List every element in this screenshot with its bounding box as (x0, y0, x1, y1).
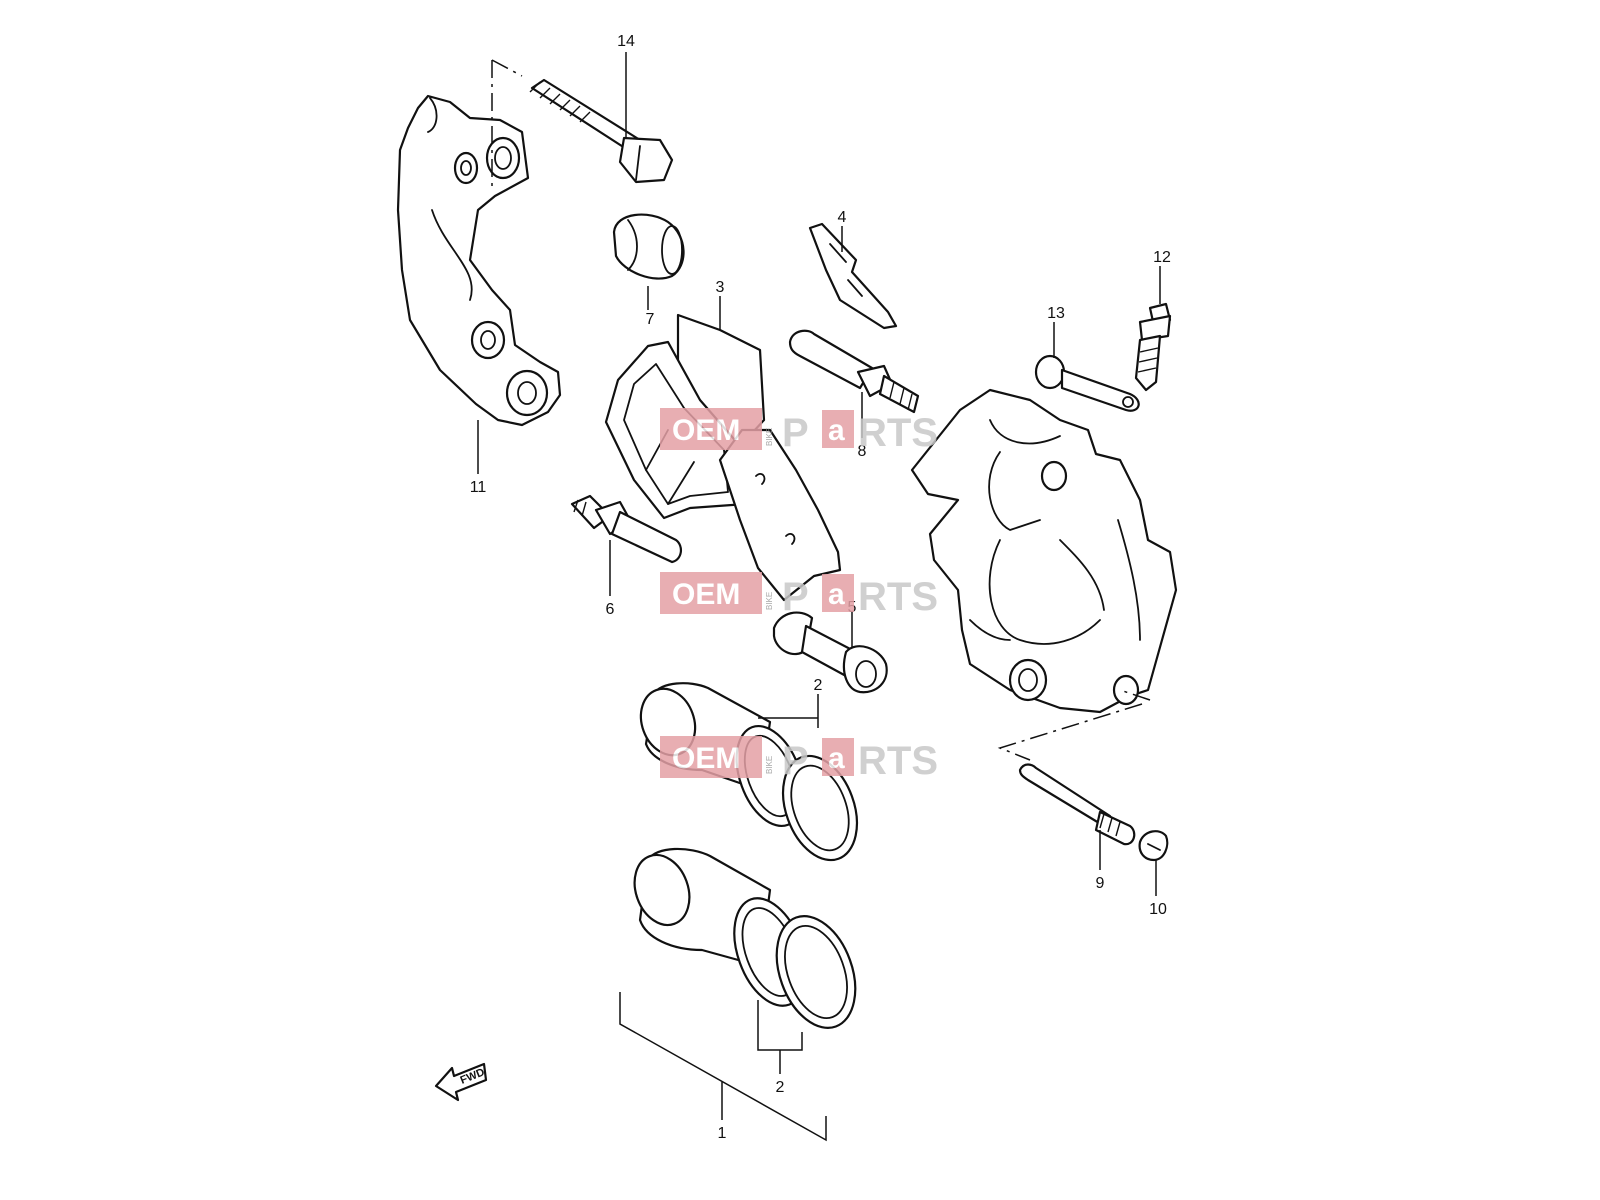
watermark: OEM BIKE P a RTS OEM BIKE P a RTS OEM BI… (660, 408, 938, 783)
watermark-parts-p: P (782, 739, 809, 783)
watermark-oem-box (660, 572, 762, 614)
assembly-guide-lines (491, 59, 1151, 761)
part-10-plug (1138, 830, 1169, 862)
watermark-a-box (822, 738, 854, 776)
callout-13: 13 (1047, 305, 1065, 322)
callout-7: 7 (646, 311, 655, 328)
part-14-mounting-bolt (529, 78, 674, 184)
watermark-a-box (822, 410, 854, 448)
part-12-bleeder-screw (1134, 302, 1172, 392)
watermark-parts-rest: RTS (858, 575, 938, 619)
callout-4: 4 (838, 209, 847, 226)
part-5-guide-bolt (772, 611, 888, 694)
part-7-boot (612, 213, 685, 280)
callout-12: 12 (1153, 249, 1171, 266)
fwd-arrow-icon: FWD (434, 1062, 488, 1102)
watermark-oem-box (660, 408, 762, 450)
watermark-oem-text: OEM (672, 578, 740, 611)
watermark-oem-text: OEM (672, 414, 740, 447)
part-13-bleeder-cap (1034, 354, 1140, 412)
callout-8: 8 (858, 443, 867, 460)
part-9-pin (1018, 763, 1136, 846)
callout-labels: 14 7 3 4 8 12 13 11 6 5 2 9 10 2 1 (470, 33, 1171, 1142)
part-4-pad-spring (808, 222, 898, 330)
part-11-caliper-bracket (396, 94, 562, 427)
callout-2-upper: 2 (814, 677, 823, 694)
watermark-oem-box (660, 736, 762, 778)
watermark-upper: OEM BIKE P a RTS (660, 408, 938, 455)
lower-piston-assembly (633, 847, 857, 1029)
watermark-a-box (822, 574, 854, 612)
watermark-oem-text: OEM (672, 742, 740, 775)
leader-lines (477, 52, 1161, 1142)
watermark-parts-p: P (782, 575, 809, 619)
callout-3: 3 (716, 279, 725, 296)
part-8-slide-pin (788, 329, 920, 414)
watermark-parts-a: a (828, 414, 845, 447)
callout-9: 9 (1096, 875, 1105, 892)
watermark-parts-a: a (828, 578, 845, 611)
watermark-middle: OEM BIKE P a RTS (660, 572, 938, 619)
watermark-parts-rest: RTS (858, 411, 938, 455)
part-6-slide-pin (570, 494, 682, 564)
watermark-bike-text: BIKE (765, 756, 774, 774)
watermark-parts-a: a (828, 742, 845, 775)
callout-6: 6 (606, 601, 615, 618)
callout-1: 1 (718, 1125, 727, 1142)
watermark-parts-p: P (782, 411, 809, 455)
watermark-lower: OEM BIKE P a RTS (660, 736, 938, 783)
callout-11: 11 (470, 479, 487, 496)
callout-14: 14 (617, 33, 635, 50)
watermark-bike-text: BIKE (765, 592, 774, 610)
watermark-parts-rest: RTS (858, 739, 938, 783)
watermark-bike-text: BIKE (765, 428, 774, 446)
callout-10: 10 (1149, 901, 1167, 918)
callout-2-lower: 2 (776, 1079, 785, 1096)
caliper-body (910, 388, 1178, 714)
